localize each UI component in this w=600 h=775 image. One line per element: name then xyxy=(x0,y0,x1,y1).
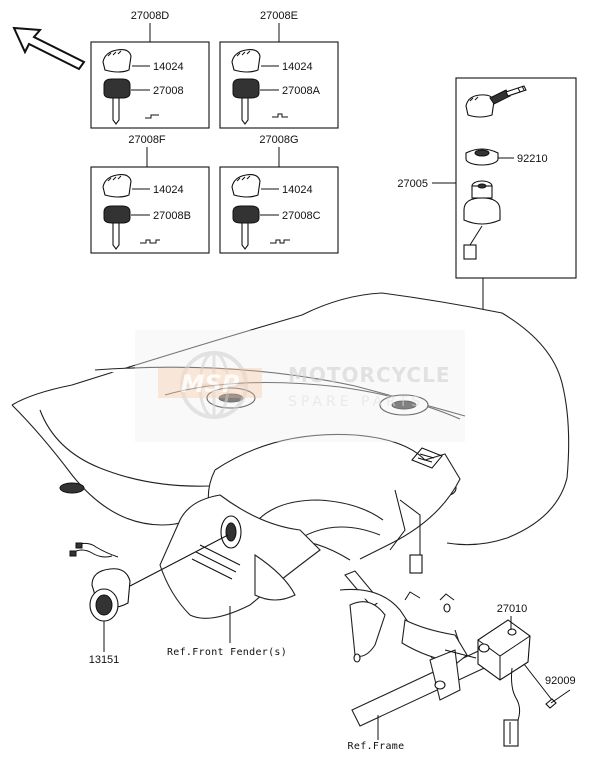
key-set-f: 27008F 14024 27008B xyxy=(90,134,210,254)
bolt-92009: 92009 xyxy=(523,663,576,709)
key-profile-icon xyxy=(140,239,160,244)
key-icon xyxy=(103,78,131,125)
watermark-line1: MOTORCYCLE xyxy=(288,363,450,387)
ref-front-fender: Ref.Front Fender(s) xyxy=(167,647,287,658)
bolt-number: 92009 xyxy=(545,675,576,687)
key-profile-icon xyxy=(272,113,288,118)
key-number: 27008A xyxy=(282,85,321,97)
watermark-globe-icon xyxy=(180,351,248,419)
key-profile-icon xyxy=(270,239,290,244)
key-set-d: 27008D 14024 27008 xyxy=(90,10,210,129)
ignition-cylinder-icon xyxy=(463,180,501,260)
key-cover-icon xyxy=(102,49,132,73)
bracket-frame xyxy=(339,570,511,727)
motorcycle-body xyxy=(11,292,570,619)
front-direction-arrow xyxy=(12,26,86,71)
relay-number: 27010 xyxy=(497,603,528,615)
key-cover-number: 14024 xyxy=(282,61,313,73)
key-set-f-number: 27008F xyxy=(128,134,166,146)
key-number: 27008B xyxy=(153,210,191,222)
ignition-assembly: 27005 92210 xyxy=(397,77,577,279)
switch-13151: 13151 xyxy=(69,534,229,666)
key-icon xyxy=(103,205,131,250)
watermark-line2: SPARE PARTS xyxy=(288,394,424,410)
nut-icon xyxy=(465,148,499,166)
key-number: 27008 xyxy=(153,85,184,97)
key-set-e: 27008E 14024 27008A xyxy=(219,10,339,129)
key-cover-icon xyxy=(102,174,132,198)
key-set-e-number: 27008E xyxy=(260,10,298,22)
key-number: 27008C xyxy=(282,210,321,222)
nut-number: 92210 xyxy=(517,153,548,165)
key-set-g-number: 27008G xyxy=(259,134,298,146)
key-icon xyxy=(232,78,260,125)
key-icon xyxy=(232,205,260,250)
watermark-logo: MSP xyxy=(181,370,240,398)
relay-27010: 27010 xyxy=(444,603,531,747)
ref-frame: Ref.Frame xyxy=(348,741,405,752)
watermark: MSP MOTORCYCLE SPARE PARTS xyxy=(135,330,465,442)
key-profile-icon xyxy=(145,114,159,119)
key-cover-number: 14024 xyxy=(282,184,313,196)
fuel-cap-right xyxy=(391,400,417,410)
ignition-key-icon xyxy=(465,85,527,118)
switch-number: 13151 xyxy=(89,654,120,666)
key-set-d-number: 27008D xyxy=(131,10,170,22)
key-cover-number: 14024 xyxy=(153,184,184,196)
key-set-g: 27008G 14024 27008C xyxy=(219,134,339,254)
side-grommet xyxy=(59,482,85,494)
key-cover-number: 14024 xyxy=(153,61,184,73)
key-cover-icon xyxy=(231,174,261,198)
key-cover-icon xyxy=(231,49,261,73)
ignition-assembly-number: 27005 xyxy=(397,178,428,190)
